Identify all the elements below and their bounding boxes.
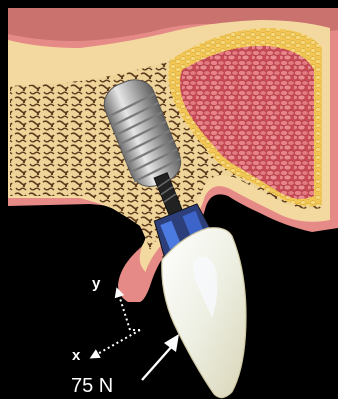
force-label: 75 N bbox=[71, 375, 113, 397]
axis-x-label: x bbox=[72, 347, 81, 364]
axis-y-label: y bbox=[92, 275, 101, 292]
